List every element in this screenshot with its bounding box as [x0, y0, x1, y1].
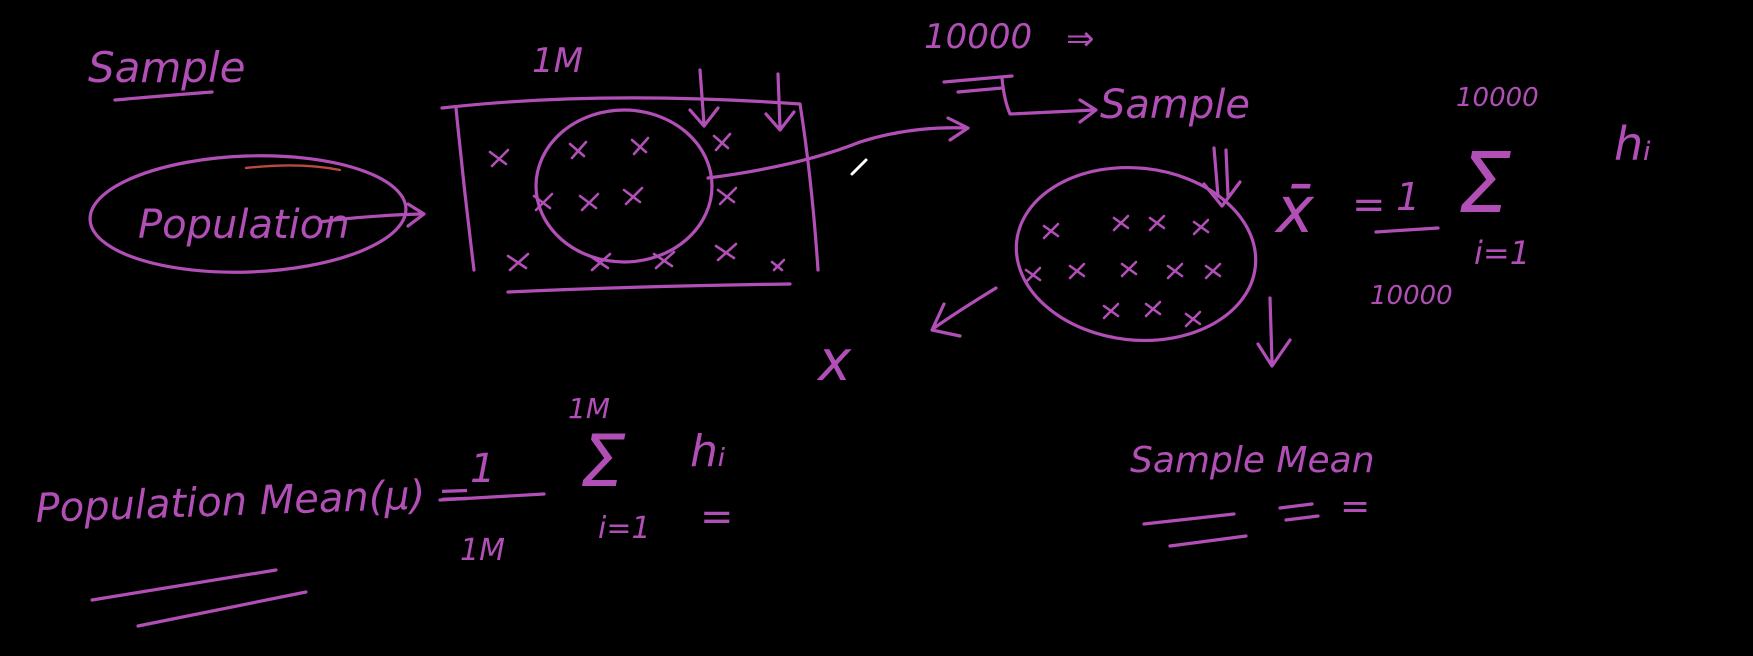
population-sum-lower: i=1 — [598, 511, 651, 546]
point — [1204, 262, 1222, 280]
sample-fraction-bar — [1374, 226, 1440, 234]
sample-points — [1024, 214, 1222, 328]
point — [1144, 300, 1162, 318]
point — [770, 258, 786, 272]
point — [1042, 222, 1060, 240]
heading-sample: Sample — [88, 43, 245, 92]
point — [1148, 214, 1166, 232]
point — [1024, 266, 1042, 284]
population-points — [488, 132, 786, 272]
population-label: Population — [138, 202, 350, 248]
oval-to-x-arrow — [932, 286, 998, 330]
sample-oval — [1014, 165, 1258, 343]
sample-sum-lower: i=1 — [1474, 234, 1530, 272]
population-to-box-arrow — [318, 212, 422, 224]
point — [622, 186, 644, 206]
xbar-symbol: x̄ — [1274, 174, 1315, 248]
sample-mean-label: Sample Mean — [1130, 440, 1375, 481]
sample-formula-denominator: 10000 — [1370, 281, 1453, 311]
point — [1184, 310, 1202, 328]
point — [1120, 260, 1138, 278]
point — [488, 148, 510, 168]
pen-cursor-icon — [850, 158, 868, 176]
population-box-bottom — [506, 282, 792, 294]
population-to-box-arrowhead — [406, 202, 426, 228]
sample-mean-underline-1 — [1142, 512, 1248, 548]
point — [714, 242, 738, 262]
point — [588, 252, 612, 272]
sample-term: hᵢ — [1614, 117, 1651, 171]
population-sum-upper: 1M — [568, 392, 610, 425]
x-symbol: x — [816, 329, 852, 394]
population-trailing-equals: = — [700, 494, 734, 540]
point — [1192, 218, 1210, 236]
sample-formula-numerator: 1 — [1396, 175, 1420, 219]
point — [652, 250, 676, 270]
point — [1102, 302, 1120, 320]
population-mean-underline — [90, 568, 308, 628]
sample-word: Sample — [1100, 82, 1250, 128]
sample-sigma: Σ — [1458, 134, 1511, 232]
sample-hook-arrow — [1000, 76, 1096, 116]
sample-mean-equals: = — [1340, 486, 1370, 527]
circle-to-sample-arrow — [706, 126, 968, 180]
point — [712, 132, 732, 152]
down-arrow-2 — [764, 72, 796, 132]
sample-count-top: 10000 — [924, 17, 1032, 57]
point — [578, 192, 600, 212]
sample-formula-equals: = — [1352, 182, 1386, 228]
population-oval — [88, 154, 408, 274]
point — [1068, 262, 1086, 280]
accent-stroke — [244, 164, 342, 172]
population-formula-denominator: 1M — [460, 533, 505, 568]
population-formula-numerator: 1 — [470, 446, 495, 492]
population-term: hᵢ — [690, 426, 726, 477]
point — [1112, 214, 1130, 232]
box-size-label: 1M — [532, 41, 583, 81]
sample-hook-arrowhead — [1078, 98, 1098, 124]
point — [630, 136, 650, 156]
sample-circle — [534, 108, 714, 264]
sample-mean-underline-2 — [1278, 502, 1320, 522]
sample-count-arrow: ⇒ — [1066, 19, 1095, 59]
population-fraction-bar — [438, 492, 546, 502]
oval-to-x-arrowhead — [930, 302, 962, 338]
population-box-top-right — [440, 96, 820, 272]
population-mean-label: Population Mean(μ) = — [35, 471, 473, 532]
point — [506, 252, 530, 272]
point — [716, 186, 738, 206]
circle-to-sample-arrowhead — [946, 116, 970, 142]
population-box-left — [454, 106, 476, 272]
down-arrow-1 — [688, 68, 720, 128]
down-arrow-from-oval — [1256, 296, 1292, 368]
point — [1166, 262, 1184, 280]
population-sigma: Σ — [580, 419, 626, 503]
sample-sum-upper: 10000 — [1456, 83, 1539, 113]
point — [568, 140, 588, 160]
double-underline-top — [942, 74, 1014, 94]
point — [532, 192, 554, 212]
heading-underline — [113, 90, 214, 102]
